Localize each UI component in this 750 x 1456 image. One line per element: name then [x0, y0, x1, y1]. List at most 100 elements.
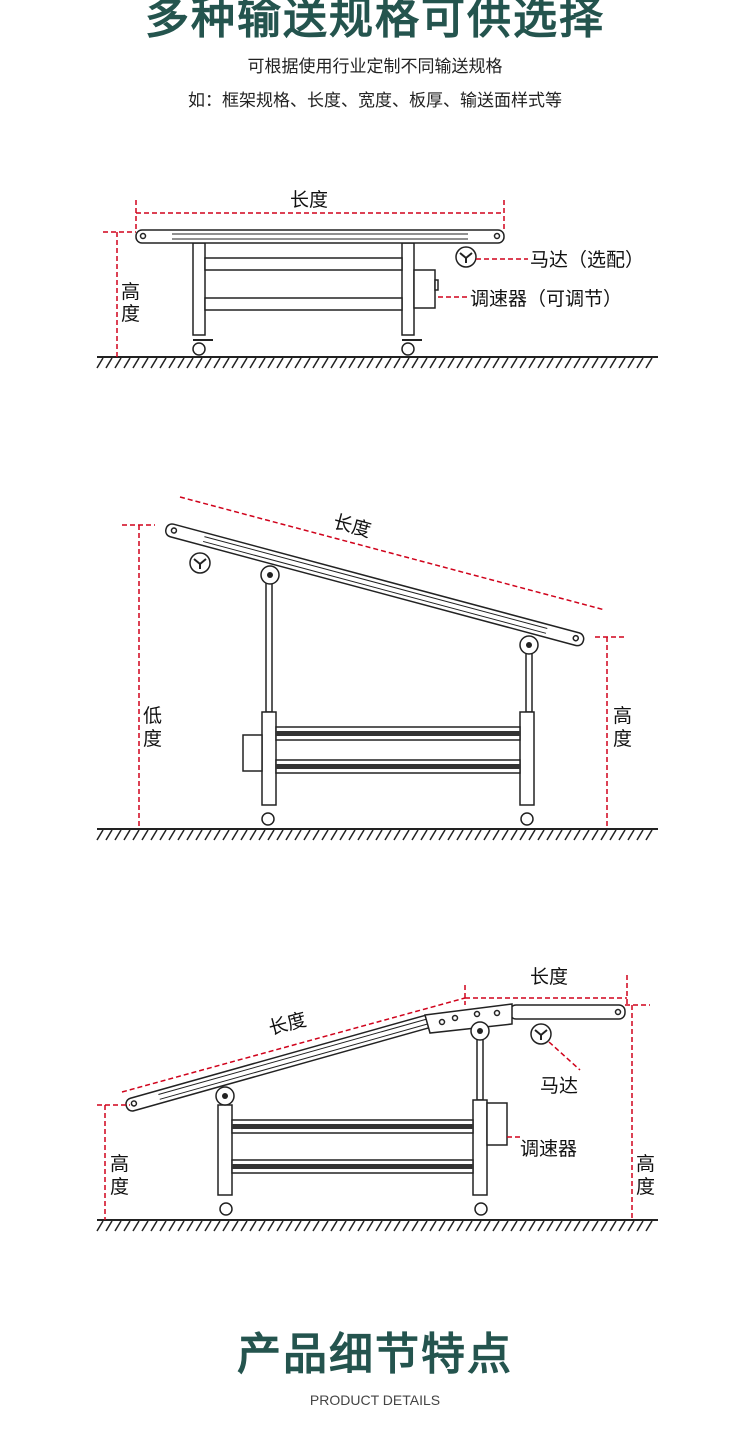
hatch-mark [105, 1220, 113, 1232]
hatch-mark [177, 829, 185, 841]
hatch-mark [555, 1220, 563, 1232]
hatch-mark [330, 357, 338, 369]
hatch-mark [447, 829, 455, 841]
hatch-mark [96, 829, 104, 841]
hatch-mark [303, 1220, 311, 1232]
pivot-center [267, 572, 273, 578]
hatch-mark [159, 1220, 167, 1232]
hatch-mark [285, 357, 293, 369]
hatch-mark [519, 829, 527, 841]
hatch-mark [411, 1220, 419, 1232]
hatch-mark [222, 357, 230, 369]
conveyor-belt-flat [509, 1004, 626, 1020]
hatch-mark [483, 829, 491, 841]
speed-controller-box [486, 1102, 508, 1146]
hatch-mark [132, 357, 140, 369]
hatch-mark [456, 1220, 464, 1232]
hatch-mark [294, 829, 302, 841]
leg [519, 711, 535, 806]
hatch-mark [393, 829, 401, 841]
low-label: 低 [143, 705, 162, 727]
bolt [473, 1010, 481, 1018]
hatch-mark [528, 829, 536, 841]
hatch-mark [294, 357, 302, 369]
hatch-mark [465, 829, 473, 841]
length-label: 长度 [331, 511, 373, 542]
hatch-mark [438, 357, 446, 369]
hatch-mark [303, 829, 311, 841]
hatch-mark [141, 829, 149, 841]
roller [572, 634, 580, 642]
hatch-mark [204, 357, 212, 369]
motor-glyph [534, 1029, 548, 1040]
hatch-mark [195, 829, 203, 841]
bolt [451, 1014, 459, 1022]
roller [614, 1008, 622, 1016]
hatch-mark [258, 357, 266, 369]
controller-label: 调速器 [520, 1138, 577, 1160]
hatch-mark [537, 829, 545, 841]
hatch-mark [330, 829, 338, 841]
joint-plate [424, 1003, 513, 1034]
motor-glyph [459, 252, 473, 263]
incline-length-label: 长度 [266, 1009, 308, 1040]
height-label: 高 [121, 281, 140, 303]
conveyor-belt [135, 229, 505, 244]
hatch-mark [312, 829, 320, 841]
caster-wheel [401, 342, 415, 356]
hatch-mark [105, 829, 113, 841]
hatch-mark [528, 1220, 536, 1232]
crossbar-stripe [232, 1164, 473, 1169]
hatch-mark [357, 357, 365, 369]
leg [217, 1104, 233, 1196]
hatch-mark [105, 357, 113, 369]
hatch-mark [492, 829, 500, 841]
hatch-mark [276, 357, 284, 369]
hatch-mark [195, 357, 203, 369]
hatch-mark [150, 1220, 158, 1232]
hatch-mark [600, 829, 608, 841]
hatch-mark [339, 1220, 347, 1232]
hatch-mark [402, 829, 410, 841]
hatch-mark [573, 829, 581, 841]
crossbar-stripe [232, 1124, 473, 1129]
hatch-mark [483, 357, 491, 369]
hatch-mark [348, 357, 356, 369]
height-label: 高 [636, 1153, 655, 1175]
hatch-mark [564, 357, 572, 369]
low-label: 度 [143, 728, 162, 750]
hatch-mark [321, 357, 329, 369]
motor-label: 马达 [540, 1075, 578, 1097]
hatch-mark [159, 829, 167, 841]
height-label: 度 [110, 1176, 129, 1198]
hatch-mark [609, 829, 617, 841]
roller [139, 232, 147, 240]
hatch-mark [177, 357, 185, 369]
hatch-mark [168, 1220, 176, 1232]
hatch-mark [501, 829, 509, 841]
inclined-conveyor-diagram: 长度 低 度 高 度 [96, 496, 658, 841]
hatch-mark [420, 1220, 428, 1232]
hatch-mark [186, 1220, 194, 1232]
hatch-mark [285, 829, 293, 841]
hatch-mark [186, 829, 194, 841]
hatch-mark [573, 357, 581, 369]
hatch-mark [276, 1220, 284, 1232]
hatch-mark [546, 357, 554, 369]
hatch-mark [627, 357, 635, 369]
hatch-mark [402, 1220, 410, 1232]
hatch-mark [384, 829, 392, 841]
hatch-mark [429, 829, 437, 841]
hatch-mark [510, 1220, 518, 1232]
hatch-mark [411, 829, 419, 841]
hatch-mark [240, 357, 248, 369]
hatch-mark [213, 829, 221, 841]
hatch-mark [546, 829, 554, 841]
hatch-mark [384, 357, 392, 369]
hatch-mark [456, 829, 464, 841]
flat-conveyor-diagram: 长度 高 度 马达（选配） 调速器（可调节） [96, 189, 658, 369]
hatch-mark [195, 1220, 203, 1232]
hatch-mark [375, 357, 383, 369]
hatch-mark [348, 1220, 356, 1232]
hatch-mark [474, 1220, 482, 1232]
